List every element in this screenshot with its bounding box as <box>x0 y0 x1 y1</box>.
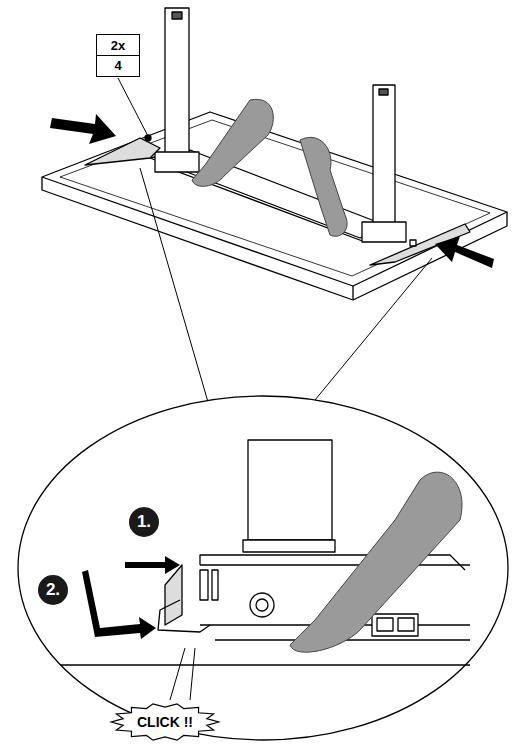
part-count-box: 2x4 <box>96 34 140 77</box>
label-text: 4 <box>97 55 139 75</box>
step-number: 2. <box>38 575 68 605</box>
click-burst: CLICK !! <box>109 702 221 742</box>
label-text: 2. <box>46 580 60 600</box>
label-text: 1. <box>137 512 151 532</box>
step-number: 1. <box>129 507 159 537</box>
label-text: CLICK !! <box>137 714 193 730</box>
label-text: 2x <box>97 36 139 55</box>
